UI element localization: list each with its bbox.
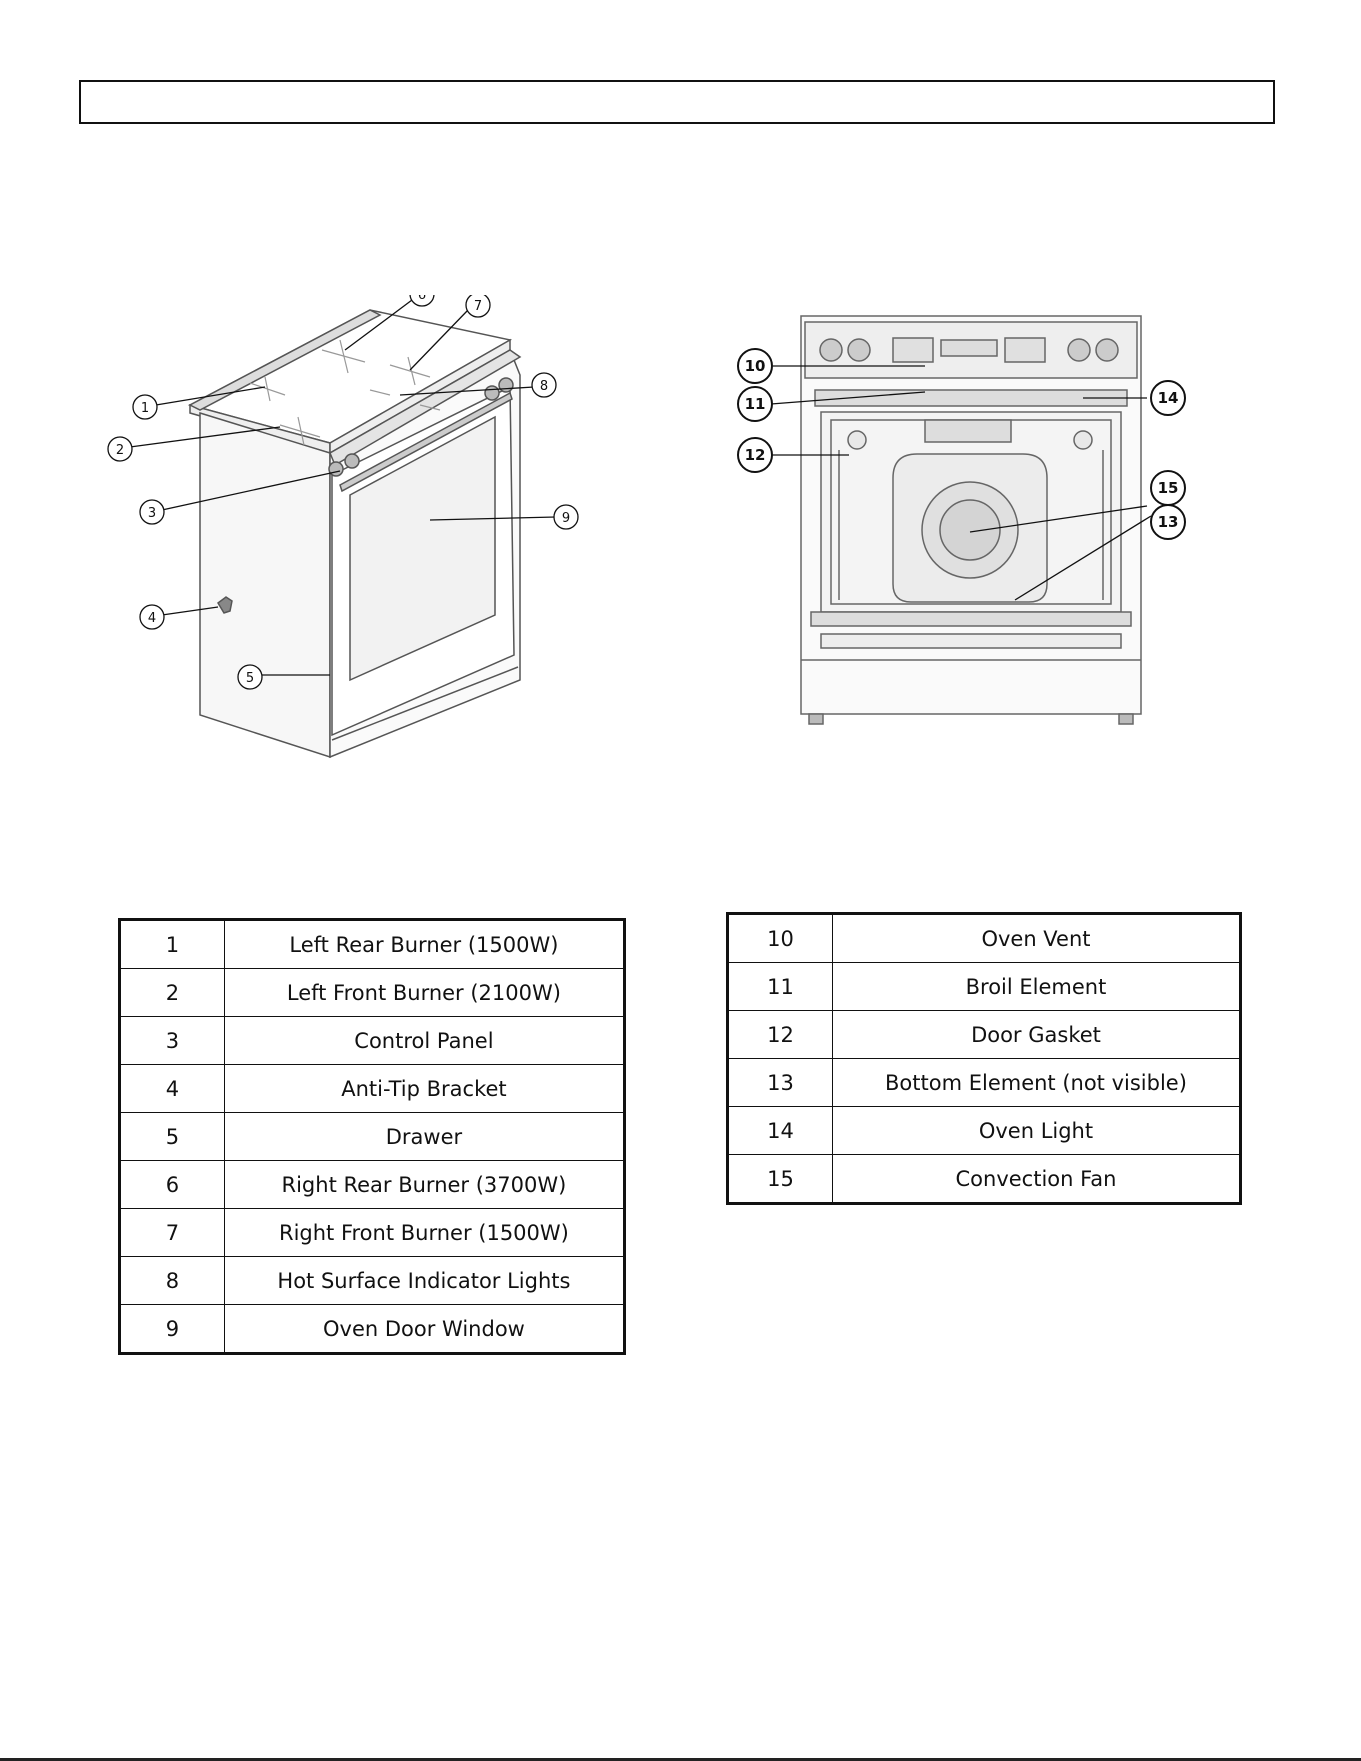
part-number: 12 [727, 1010, 833, 1059]
front-callouts [107, 295, 579, 690]
part-description: Convection Fan [831, 1154, 1242, 1204]
callout-9 [553, 504, 579, 530]
part-description: Left Rear Burner (1500W) [223, 919, 626, 969]
part-description: Right Front Burner (1500W) [223, 1208, 626, 1257]
callout-2-label: 2 [116, 443, 124, 458]
callout-8-label: 8 [540, 379, 548, 394]
part-number: 11 [727, 962, 833, 1011]
part-number: 10 [727, 913, 833, 963]
callout-15 [1150, 470, 1186, 506]
oven-outline [800, 315, 1142, 725]
oven-callouts [737, 348, 1186, 540]
callout-8 [531, 372, 557, 398]
range-front-diagram: 1 2 3 4 5 6 7 8 9 [107, 295, 579, 759]
callout-4 [139, 604, 165, 630]
part-description: Door Gasket [831, 1010, 1242, 1059]
callout-1-label: 1 [141, 401, 149, 416]
part-number: 13 [727, 1058, 833, 1107]
oven-interior-diagram: 10 11 12 13 14 15 [737, 315, 1186, 725]
callout-10-label: 10 [745, 357, 766, 375]
part-description: Oven Door Window [223, 1304, 626, 1354]
part-description: Oven Vent [831, 913, 1242, 963]
part-number: 9 [119, 1304, 225, 1354]
part-description: Left Front Burner (2100W) [223, 968, 626, 1017]
callout-5 [237, 664, 263, 690]
part-number: 4 [119, 1064, 225, 1113]
callout-9-label: 9 [562, 511, 570, 526]
callout-14 [1150, 380, 1186, 416]
part-number: 5 [119, 1112, 225, 1161]
callout-3 [139, 499, 165, 525]
callout-13-label: 13 [1158, 513, 1179, 531]
callout-6-label: 6 [418, 295, 426, 303]
callout-14-label: 14 [1158, 389, 1179, 407]
part-description: Bottom Element (not visible) [831, 1058, 1242, 1107]
leader-lines [129, 299, 557, 676]
callout-5-label: 5 [246, 671, 254, 686]
footer-rule [0, 1758, 1361, 1761]
part-number: 8 [119, 1256, 225, 1305]
part-description: Oven Light [831, 1106, 1242, 1155]
part-number: 3 [119, 1016, 225, 1065]
part-description: Control Panel [223, 1016, 626, 1065]
callout-15-label: 15 [1158, 479, 1179, 497]
oven-leader-lines [770, 365, 1152, 601]
part-number: 7 [119, 1208, 225, 1257]
part-number: 6 [119, 1160, 225, 1209]
callout-12 [737, 437, 773, 473]
callout-10 [737, 348, 773, 384]
part-description: Drawer [223, 1112, 626, 1161]
callout-12-label: 12 [745, 446, 766, 464]
part-number: 2 [119, 968, 225, 1017]
part-description: Right Rear Burner (3700W) [223, 1160, 626, 1209]
range-outline [187, 309, 522, 759]
callout-1 [132, 394, 158, 420]
callout-3-label: 3 [148, 506, 156, 521]
callout-11-label: 11 [745, 395, 766, 413]
title-box [79, 80, 1275, 124]
burner-marks [249, 339, 441, 446]
callout-6 [409, 295, 435, 307]
part-description: Anti-Tip Bracket [223, 1064, 626, 1113]
callout-7-label: 7 [474, 299, 482, 314]
callout-2 [107, 436, 133, 462]
part-number: 1 [119, 919, 225, 969]
callout-7 [465, 295, 491, 318]
part-number: 14 [727, 1106, 833, 1155]
part-number: 15 [727, 1154, 833, 1204]
part-description: Broil Element [831, 962, 1242, 1011]
callout-11 [737, 386, 773, 422]
part-description: Hot Surface Indicator Lights [223, 1256, 626, 1305]
callout-4-label: 4 [148, 611, 156, 626]
